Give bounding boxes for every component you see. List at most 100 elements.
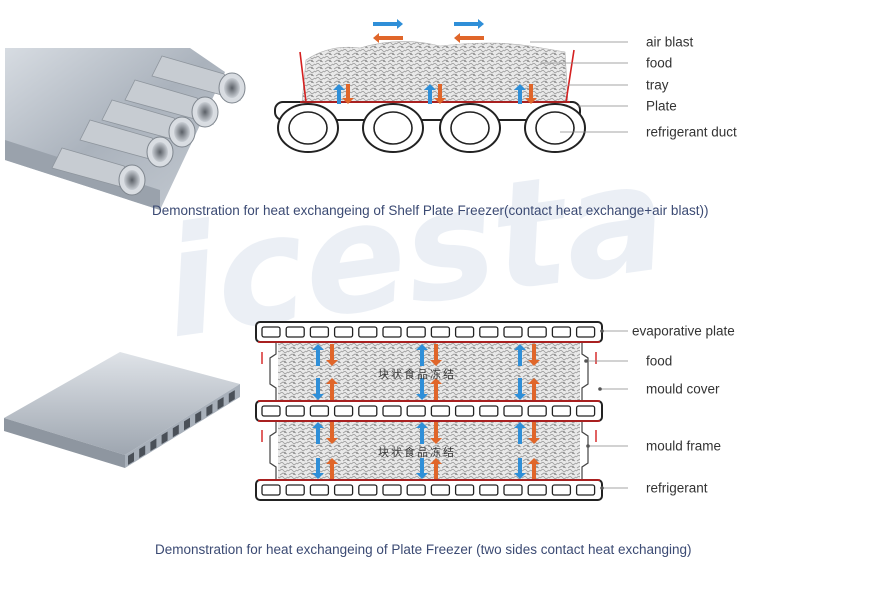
heat-arrow-down xyxy=(312,378,324,400)
refrigerant-channel xyxy=(261,326,281,338)
evaporative-plate xyxy=(255,479,603,501)
heat-arrow-down xyxy=(342,84,354,104)
inner-text-1: 块状食品冻结 xyxy=(378,367,456,381)
food-pile xyxy=(301,41,569,103)
refrigerant-channel xyxy=(358,405,378,417)
refrigerant-channel xyxy=(503,484,523,496)
photo-tube xyxy=(101,99,196,148)
label-food: food xyxy=(540,56,672,71)
label-refrigerant-text: refrigerant xyxy=(646,481,708,496)
air-arrow-right xyxy=(373,19,403,29)
refrigerant-duct xyxy=(362,103,424,153)
heat-arrow-down xyxy=(514,458,526,479)
refrigerant-channel xyxy=(430,326,451,338)
photo-slot xyxy=(184,417,190,431)
heat-arrow-up xyxy=(430,458,442,479)
heat-arrow-up xyxy=(326,458,338,479)
refrigerant-channel xyxy=(479,484,499,496)
heat-arrow-down xyxy=(525,84,537,104)
heat-arrow-up xyxy=(424,84,436,104)
label-mould-cover-text: mould cover xyxy=(646,382,720,397)
label-food-text: food xyxy=(646,56,672,71)
photo-slot xyxy=(172,424,179,438)
refrigerant-channel xyxy=(358,484,378,496)
refrigerant-channel xyxy=(527,326,547,338)
refrigerant-channel xyxy=(285,405,305,417)
heat-arrow-down xyxy=(416,458,428,479)
label-refrigerant: refrigerant xyxy=(600,481,708,496)
shelf-plate-photo xyxy=(5,48,246,210)
heat-arrow-up xyxy=(528,378,540,400)
refrigerant-channel xyxy=(551,326,572,338)
label-food: food xyxy=(584,354,672,369)
refrigerant-channel xyxy=(333,405,354,417)
mould-cavity xyxy=(261,420,597,479)
refrigerant-channel xyxy=(382,326,402,338)
heat-arrow-up xyxy=(416,422,428,444)
photo-slot xyxy=(195,410,202,424)
label-tray-text: tray xyxy=(646,78,669,93)
heat-arrow-up xyxy=(312,422,324,444)
refrigerant-channel xyxy=(454,405,475,417)
refrigerant-channel xyxy=(527,405,547,417)
photo-slot xyxy=(228,390,235,403)
evaporative-plate-photo xyxy=(4,352,240,468)
refrigerant-channel xyxy=(406,326,426,338)
heat-arrow-down xyxy=(326,344,338,366)
label-mould-cover: mould cover xyxy=(598,382,720,397)
refrigerant-channel xyxy=(406,405,426,417)
refrigerant-channel xyxy=(309,326,330,338)
refrigerant-channel xyxy=(575,326,596,338)
label-refrigerant-duct-text: refrigerant duct xyxy=(646,125,737,140)
evaporative-plate xyxy=(255,321,603,343)
refrigerant-channel xyxy=(527,484,547,496)
label-plate-text: Plate xyxy=(646,99,677,114)
refrigerant-channel xyxy=(382,484,402,496)
refrigerant-duct xyxy=(439,103,501,153)
photo-slot xyxy=(150,438,157,452)
photo-tube xyxy=(151,55,246,104)
refrigerant-channel xyxy=(285,326,305,338)
refrigerant-channel xyxy=(309,405,330,417)
heat-arrow-up xyxy=(528,458,540,479)
refrigerant-channel xyxy=(575,405,596,417)
refrigerant-channel xyxy=(479,326,499,338)
heat-arrow-up xyxy=(326,378,338,400)
photo-slot xyxy=(139,445,146,458)
heat-arrow-down xyxy=(514,378,526,400)
heat-arrow-down xyxy=(312,458,324,479)
heat-arrow-up xyxy=(312,344,324,366)
refrigerant-channel xyxy=(430,405,451,417)
heat-arrow-up xyxy=(514,422,526,444)
refrigerant-channel xyxy=(333,326,354,338)
heat-arrow-up xyxy=(416,344,428,366)
mould-cavity xyxy=(261,342,597,400)
photo-slot xyxy=(217,397,224,410)
photo-slot xyxy=(128,452,134,465)
refrigerant-channel xyxy=(406,484,426,496)
refrigerant-channel xyxy=(479,405,499,417)
label-tray: tray xyxy=(568,78,669,93)
air-arrow-left xyxy=(454,33,484,43)
top-caption: Demonstration for heat exchangeing of Sh… xyxy=(152,203,708,218)
refrigerant-channel xyxy=(382,405,402,417)
heat-arrow-up xyxy=(514,84,526,104)
label-evaporative-plate: evaporative plate xyxy=(600,324,735,339)
heat-arrow-down xyxy=(430,344,442,366)
photo-slot xyxy=(161,431,168,445)
refrigerant-channel xyxy=(551,484,572,496)
heat-arrow-up xyxy=(333,84,345,104)
air-arrow-left xyxy=(373,33,403,43)
label-air-blast: air blast xyxy=(530,35,694,50)
label-refrigerant-duct: refrigerant duct xyxy=(560,125,737,140)
plate-freezer-diagram: 块状食品冻结 块状食品冻结 evaporative plate food mould… xyxy=(255,321,735,501)
heat-arrow-down xyxy=(528,344,540,366)
photo-slot xyxy=(206,403,213,417)
bottom-caption: Demonstration for heat exchangeing of Pl… xyxy=(155,542,692,557)
air-arrow-right xyxy=(454,19,484,29)
refrigerant-channel xyxy=(575,484,596,496)
heat-arrow-up xyxy=(430,378,442,400)
inner-text-2: 块状食品冻结 xyxy=(378,445,456,459)
heat-arrow-down xyxy=(326,422,338,444)
